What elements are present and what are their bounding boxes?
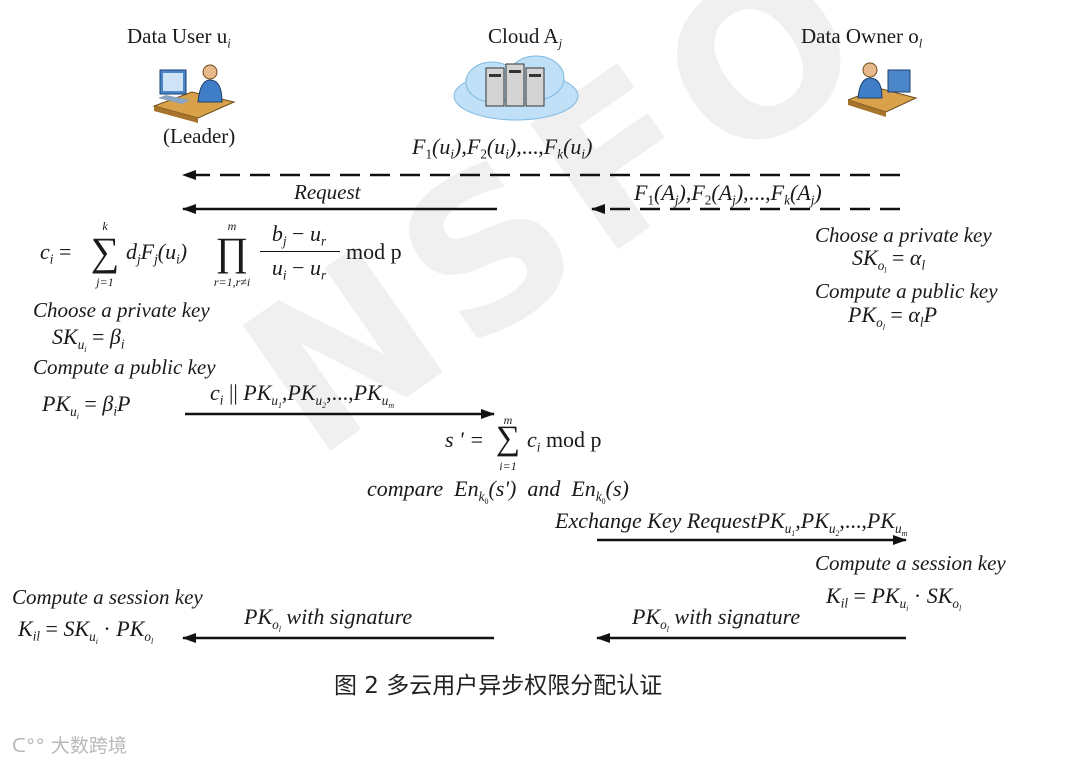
footer-logo: ᑕ°° 大数跨境 [12,731,127,758]
data-owner-computer-icon [848,60,918,118]
user-compute-public-key: Compute a public key [33,355,216,380]
request-label: Request [294,180,360,205]
data-owner-header: Data Owner ol [801,24,922,51]
user-message-public-keys: ci || PKu1,PKu2,...,PKum [210,380,394,409]
owner-compute-public-key: Compute a public key [815,279,998,304]
owner-signature-label: PKol with signature [632,604,800,633]
figure-caption: 图 2 多云用户异步权限分配认证 [334,666,662,700]
leader-label: (Leader) [163,124,235,149]
user-compute-session-key: Compute a session key [12,585,203,610]
user-choose-private-key: Choose a private key [33,298,210,323]
cloud-header: Cloud Aj [488,24,562,51]
user-session-key: Kil = SKui · PKol [18,616,153,645]
compare-encryptions: compare Enk0(s') and Enk0(s) [367,476,629,505]
logo-icon: ᑕ°° [12,735,45,757]
data-user-header: Data User ui [127,24,231,51]
cloud-polynomials-user: F1(ui),F2(ui),...,Fk(ui) [412,134,592,163]
data-user-computer-icon [152,62,236,124]
owner-session-key: Kil = PKui · SKol [826,583,961,612]
owner-private-key: SKol = αl [852,245,925,274]
owner-polynomials-cloud: F1(Aj),F2(Aj),...,Fk(Aj) [634,180,822,209]
cloud-signature-label: PKol with signature [244,604,412,633]
user-private-key: SKui = βi [52,324,125,353]
owner-compute-session-key: Compute a session key [815,551,1006,576]
exchange-key-request: Exchange Key RequestPKu1,PKu2,...,PKum [555,508,907,537]
owner-public-key: PKol = αlP [848,302,937,331]
user-public-key: PKui = βiP [42,391,130,420]
cloud-servers-icon [450,52,582,124]
